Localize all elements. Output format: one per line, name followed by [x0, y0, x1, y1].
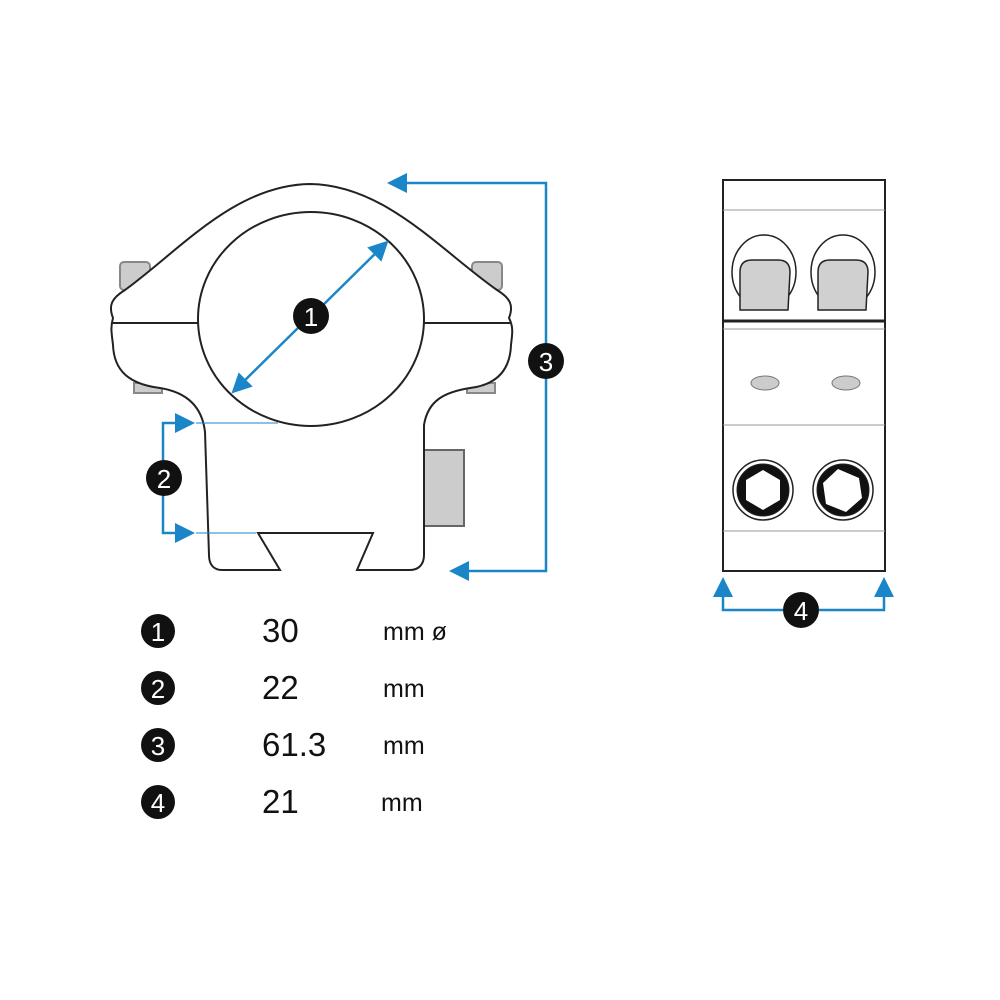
- spec-badge-4: 4: [141, 785, 175, 819]
- spec-value-1: 30: [262, 612, 299, 649]
- svg-text:4: 4: [794, 596, 808, 626]
- hex-socket-left: [746, 470, 780, 510]
- hex-socket-right: [823, 469, 862, 512]
- front-view: [109, 182, 514, 571]
- spec-value-3: 61.3: [262, 726, 327, 763]
- svg-text:1: 1: [151, 617, 165, 647]
- clamp-knob: [423, 449, 465, 527]
- spec-unit-1: mm ø: [383, 618, 447, 646]
- svg-text:2: 2: [157, 464, 171, 494]
- knurled-screw-right: [817, 259, 869, 311]
- spec-unit-3: mm: [383, 732, 425, 760]
- spec-unit-4: mm: [381, 789, 423, 817]
- svg-text:4: 4: [151, 788, 165, 818]
- callout-1: 1: [293, 298, 329, 334]
- spec-badge-3: 3: [141, 728, 175, 762]
- callout-3: 3: [528, 343, 564, 379]
- knurled-screw-left: [739, 259, 791, 311]
- side-view: [722, 179, 886, 572]
- svg-text:3: 3: [151, 731, 165, 761]
- svg-text:2: 2: [151, 674, 165, 704]
- callout-4: 4: [783, 592, 819, 628]
- spec-badge-1: 1: [141, 614, 175, 648]
- svg-text:1: 1: [304, 302, 318, 332]
- dimension-lines: [161, 173, 894, 612]
- spec-value-4: 21: [262, 783, 299, 820]
- svg-text:3: 3: [539, 347, 553, 377]
- callout-2: 2: [146, 460, 182, 496]
- spec-unit-2: mm: [383, 675, 425, 703]
- spec-value-2: 22: [262, 669, 299, 706]
- spec-badge-2: 2: [141, 671, 175, 705]
